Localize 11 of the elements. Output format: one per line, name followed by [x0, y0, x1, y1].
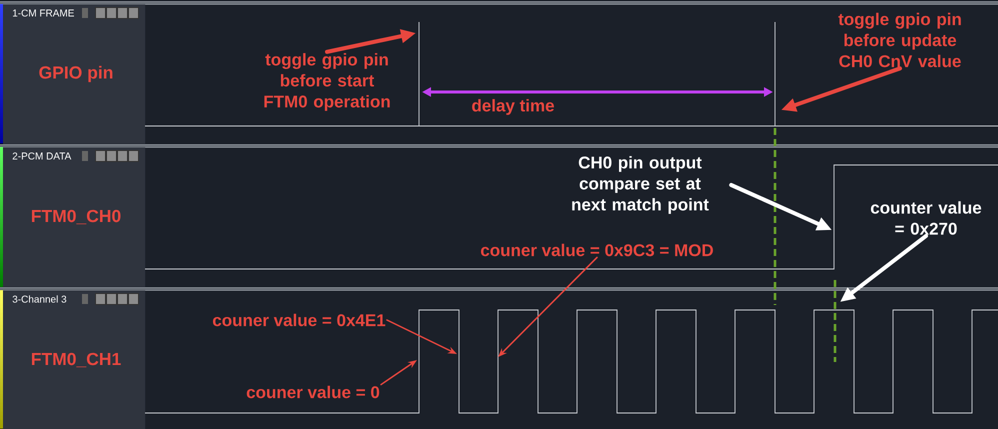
channel-panel: 2-PCM DATA FTM0_CH0	[0, 147, 146, 288]
annotation-text: CH0 pin output compare set at next match point	[572, 156, 709, 214]
annotation-text: toggle gpio pin before start FTM0 operation	[264, 53, 390, 111]
annotation-text: toggle gpio pin before update CH0 CnV value	[838, 12, 961, 68]
channel-panel: 1-CM FRAME GPIO pin	[0, 4, 146, 144]
annotation-text: couner value = 0x9C3 = MOD	[480, 244, 713, 256]
channel-panel: 3-Channel 3 FTM0_CH1	[0, 290, 146, 429]
dimension-label: delay time	[472, 99, 554, 115]
annotation-text: counter value = 0x270	[870, 201, 982, 235]
annotation-text: couner value = 0x4E1	[212, 314, 386, 326]
annotation-text: couner value = 0	[246, 386, 380, 398]
